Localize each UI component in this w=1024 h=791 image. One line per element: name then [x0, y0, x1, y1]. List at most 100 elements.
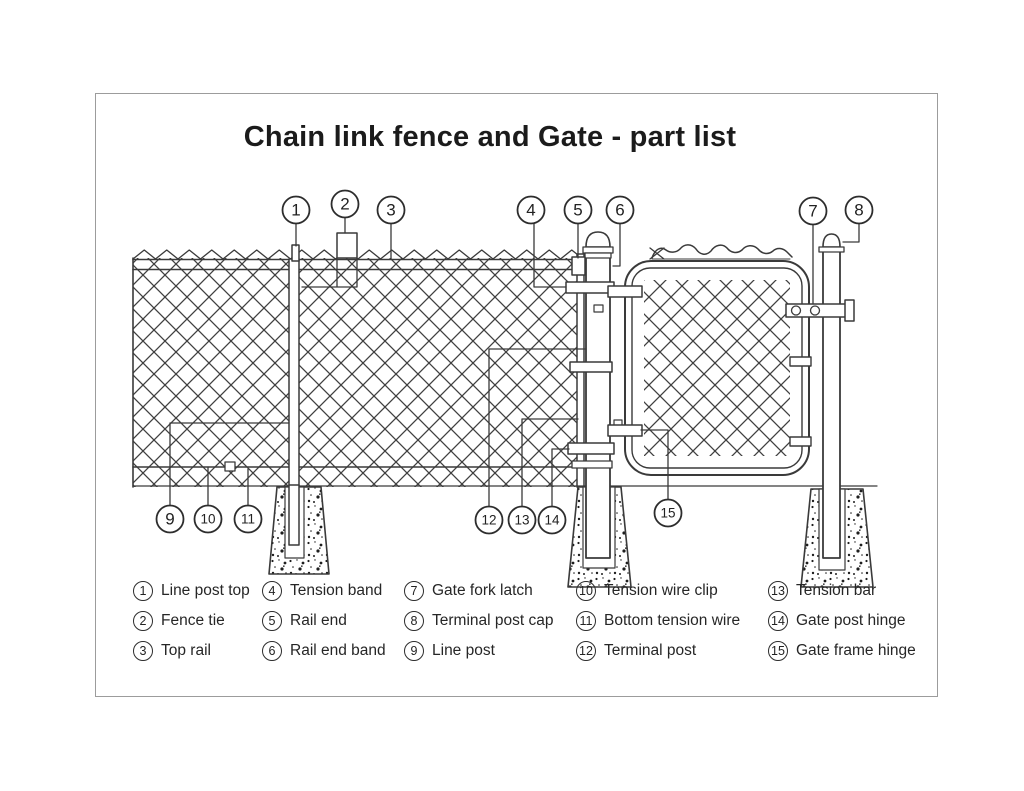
part-label: Bottom tension wire	[604, 612, 741, 629]
callout-5: 5	[563, 195, 593, 225]
tension-wire-clip	[224, 461, 236, 472]
svg-text:5: 5	[573, 201, 582, 220]
svg-text:14: 14	[544, 513, 560, 528]
part-label: Tension band	[290, 582, 383, 599]
part-label: Gate post hinge	[796, 612, 906, 629]
part-label: Line post top	[161, 582, 250, 599]
parts-list-column-2: 4 Tension band 5 Rail end 6 Rail end band	[262, 576, 386, 666]
fence-top-zigzag	[132, 249, 584, 260]
part-number-badge: 7	[404, 581, 424, 601]
callout-8: 8	[844, 195, 874, 225]
callout-9: 9	[155, 504, 185, 534]
part-number-badge: 15	[768, 641, 788, 661]
list-item: 1 Line post top	[133, 576, 250, 606]
part-number-badge: 12	[576, 641, 596, 661]
latch-post-cap	[822, 233, 841, 248]
callout-6: 6	[605, 195, 635, 225]
tension-band	[569, 361, 613, 373]
list-item: 5 Rail end	[262, 606, 386, 636]
part-number-badge: 6	[262, 641, 282, 661]
rail-end	[571, 256, 586, 276]
gate-frame-hinge	[607, 285, 643, 437]
parts-list-column-1: 1 Line post top 2 Fence tie 3 Top rail	[133, 576, 250, 666]
part-number-badge: 13	[768, 581, 788, 601]
part-label: Top rail	[161, 642, 211, 659]
list-item: 13 Tension bar	[768, 576, 916, 606]
part-number-badge: 1	[133, 581, 153, 601]
top-rail	[132, 258, 573, 271]
callout-leader-lines	[169, 216, 860, 508]
gate-frame-bands	[789, 356, 812, 447]
callout-11: 11	[233, 504, 263, 534]
terminal-post	[582, 231, 614, 559]
part-number-badge: 14	[768, 611, 788, 631]
gate-frame	[624, 260, 810, 476]
svg-text:13: 13	[514, 513, 529, 528]
part-number-badge: 3	[133, 641, 153, 661]
part-label: Gate frame hinge	[796, 642, 916, 659]
callout-15: 15	[653, 498, 683, 528]
fence-tie	[301, 232, 358, 288]
callout-10: 10	[193, 504, 223, 534]
list-item: 11 Bottom tension wire	[576, 606, 740, 636]
list-item: 9 Line post	[404, 636, 553, 666]
part-label: Terminal post cap	[432, 612, 554, 629]
gate-fork-latch	[785, 299, 855, 322]
svg-text:1: 1	[291, 201, 300, 220]
svg-text:7: 7	[808, 202, 817, 221]
part-label: Tension wire clip	[604, 582, 718, 599]
svg-text:12: 12	[481, 513, 496, 528]
part-number-badge: 9	[404, 641, 424, 661]
gate-wavy-wire	[649, 244, 793, 260]
svg-text:15: 15	[660, 506, 675, 521]
part-label: Gate fork latch	[432, 582, 533, 599]
fence-mesh	[132, 257, 583, 488]
callout-4: 4	[516, 195, 546, 225]
list-item: 2 Fence tie	[133, 606, 250, 636]
part-number-badge: 11	[576, 611, 596, 631]
list-item: 10 Tension wire clip	[576, 576, 740, 606]
gate-post-hinge	[567, 442, 615, 455]
list-item: 15 Gate frame hinge	[768, 636, 916, 666]
list-item: 14 Gate post hinge	[768, 606, 916, 636]
part-label: Rail end band	[290, 642, 386, 659]
callout-14: 14	[537, 505, 567, 535]
part-label: Rail end	[290, 612, 347, 629]
svg-text:11: 11	[241, 512, 255, 527]
callout-1: 1	[281, 195, 311, 225]
list-item: 4 Tension band	[262, 576, 386, 606]
callout-3: 3	[376, 195, 406, 225]
svg-text:10: 10	[200, 512, 215, 527]
figure-title: Chain link fence and Gate - part list	[243, 121, 737, 153]
terminal-post-cap	[585, 231, 611, 248]
parts-list-column-4: 10 Tension wire clip 11 Bottom tension wir…	[576, 576, 740, 666]
svg-text:3: 3	[386, 201, 395, 220]
callout-13: 13	[507, 505, 537, 535]
line-post-top	[291, 244, 300, 262]
svg-text:4: 4	[526, 201, 535, 220]
part-label: Tension bar	[796, 582, 877, 599]
callout-7: 7	[798, 196, 828, 226]
part-label: Line post	[432, 642, 495, 659]
part-number-badge: 5	[262, 611, 282, 631]
part-number-badge: 4	[262, 581, 282, 601]
footing-line-post	[268, 484, 330, 575]
callout-2: 2	[330, 189, 360, 219]
svg-text:8: 8	[854, 201, 863, 220]
callout-12: 12	[474, 505, 504, 535]
svg-text:6: 6	[615, 201, 624, 220]
part-label: Fence tie	[161, 612, 225, 629]
part-number-badge: 10	[576, 581, 596, 601]
part-number-badge: 2	[133, 611, 153, 631]
list-item: 6 Rail end band	[262, 636, 386, 666]
gate-mesh	[644, 280, 790, 456]
latch-post	[818, 233, 845, 559]
part-label: Terminal post	[604, 642, 697, 659]
list-item: 12 Terminal post	[576, 636, 740, 666]
list-item: 3 Top rail	[133, 636, 250, 666]
svg-text:9: 9	[165, 510, 174, 529]
